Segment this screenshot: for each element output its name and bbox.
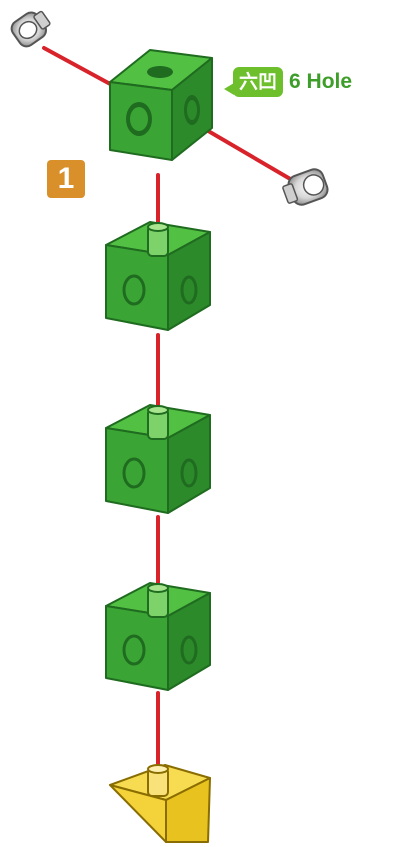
- connector-line-left-plug: [42, 46, 114, 87]
- six-hole-callout: 六凹 6 Hole: [223, 66, 353, 98]
- right-plug: [282, 168, 329, 206]
- callout-tag-chinese: 六凹: [223, 67, 284, 97]
- step-number-badge: 1: [47, 160, 85, 198]
- pin-cube-2: [105, 404, 211, 514]
- pin-cube-3: [105, 582, 211, 691]
- yellow-wedge-base: [109, 764, 211, 843]
- six-hole-cube: [109, 49, 213, 161]
- left-plug: [10, 10, 51, 48]
- pin-cube-1: [105, 221, 211, 331]
- callout-label: 6 Hole: [289, 70, 353, 93]
